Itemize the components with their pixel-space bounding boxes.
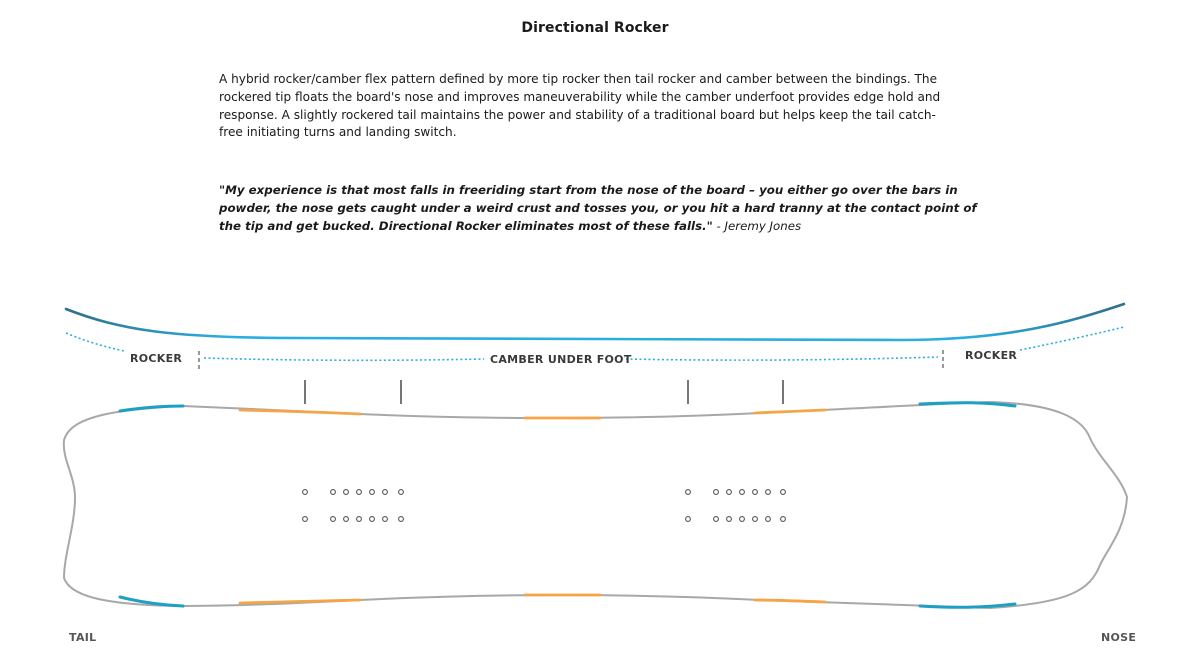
quote-block: "My experience is that most falls in fre…	[219, 182, 979, 235]
camber-dotted-line-right	[625, 356, 939, 361]
insert-group-rear	[302, 489, 404, 522]
nose-label: NOSE	[1101, 631, 1137, 644]
tail-label: TAIL	[69, 631, 97, 644]
board-outline	[62, 400, 1129, 610]
camber-dotted-line-left	[203, 357, 485, 362]
edge-bottom-orange-3	[753, 598, 827, 604]
rocker-tail-dotted-line	[65, 332, 125, 352]
rocker-nose-dotted-line	[1019, 326, 1125, 351]
edge-tail-bottom-blue	[118, 595, 185, 608]
edge-bottom-orange-1	[238, 598, 362, 605]
profile-top-line	[64, 302, 1126, 342]
insert-holes	[302, 489, 786, 522]
quote-text: "My experience is that most falls in fre…	[219, 183, 977, 233]
description-text: A hybrid rocker/camber flex pattern defi…	[219, 72, 941, 140]
rocker-label-right: ROCKER	[965, 349, 1017, 362]
binding-markers	[304, 380, 784, 404]
camber-label: CAMBER UNDER FOOT	[490, 353, 632, 366]
page-title: Directional Rocker	[521, 20, 669, 36]
board-profile: ROCKER CAMBER UNDER FOOT ROCKER	[64, 302, 1126, 372]
edge-nose-bottom-blue	[918, 602, 1017, 609]
edge-nose-top-blue	[918, 401, 1017, 408]
insert-group-front	[685, 489, 786, 522]
edge-tail-top-blue	[118, 404, 185, 413]
quote-author: - Jeremy Jones	[712, 218, 802, 233]
edge-top-orange-1	[238, 408, 362, 416]
edge-top-orange-3	[753, 408, 827, 415]
rocker-label-left: ROCKER	[130, 352, 182, 365]
board-top-view	[62, 400, 1129, 610]
